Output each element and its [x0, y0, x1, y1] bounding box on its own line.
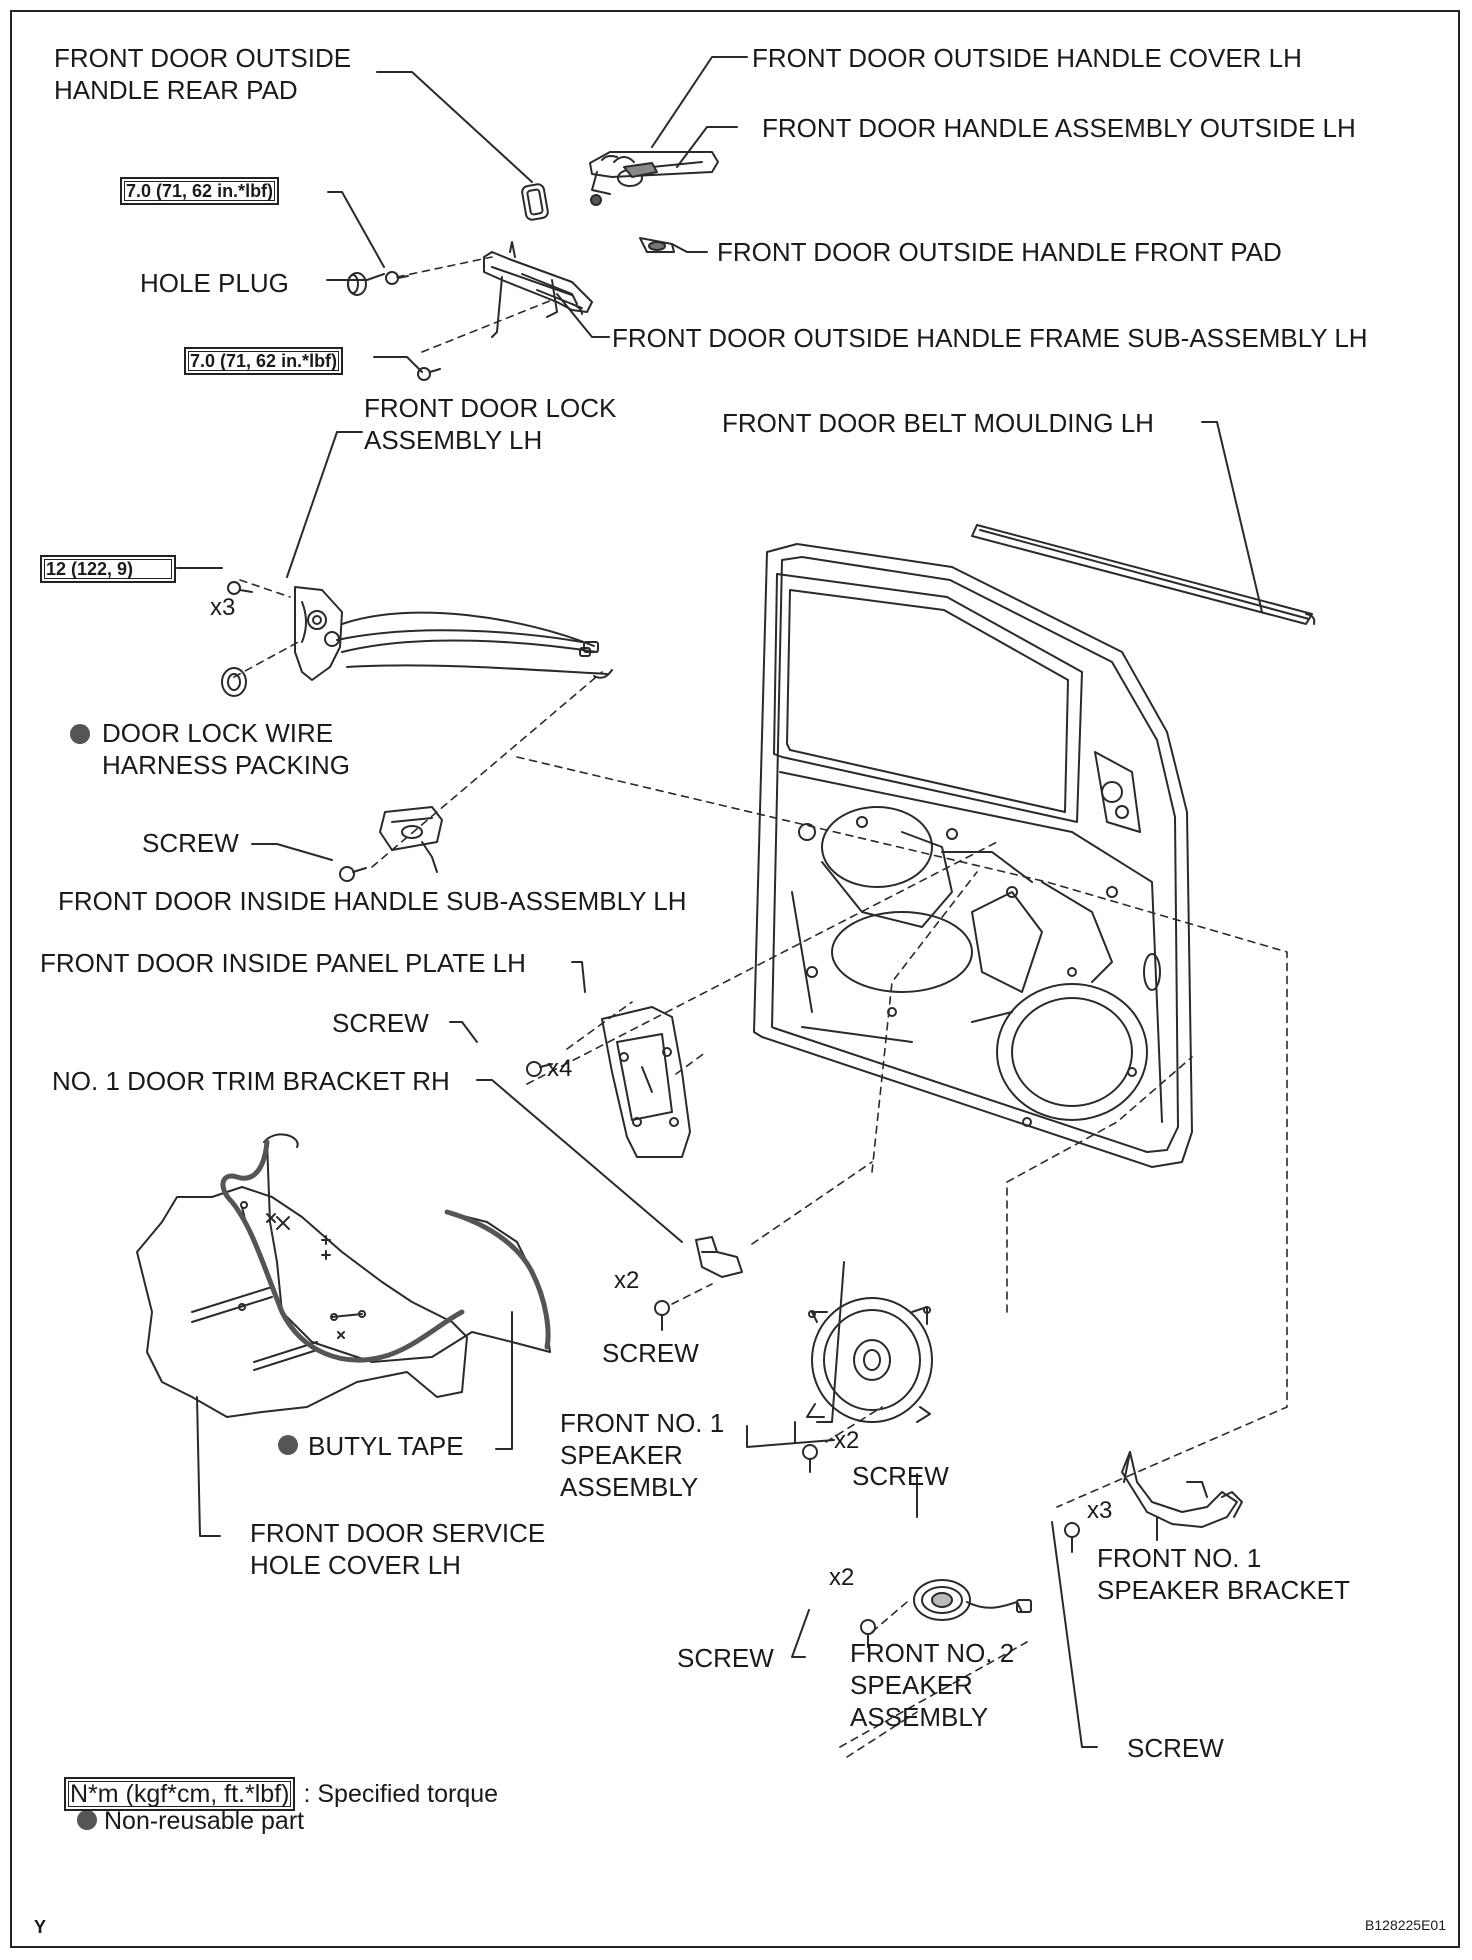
trim-bracket — [654, 1236, 743, 1331]
speaker-one — [802, 1297, 933, 1473]
outside-handle-parts — [347, 151, 719, 381]
legend-torque-box: N*m (kgf*cm, ft.*lbf) — [64, 1777, 296, 1811]
label-service-hole-cover: FRONT DOOR SERVICE HOLE COVER LH — [250, 1518, 546, 1580]
label-butyl-tape: BUTYL TAPE — [308, 1431, 464, 1461]
legend-torque-text: : Specified torque — [303, 1780, 499, 1808]
legend-nonreusable: Non-reusable part — [104, 1807, 305, 1835]
label-outside-handle-rear-pad: FRONT DOOR OUTSIDE HANDLE REAR PAD — [54, 43, 352, 105]
panel-plate — [526, 1006, 691, 1158]
label-handle-assembly-outside: FRONT DOOR HANDLE ASSEMBLY OUTSIDE LH — [762, 113, 1356, 143]
diagram-sheet: FRONT DOOR OUTSIDE HANDLE REAR PAD FRONT… — [10, 10, 1460, 1948]
figure-code: B128225E01 — [1365, 1917, 1446, 1933]
belt-moulding — [971, 524, 1316, 625]
label-inside-panel-plate: FRONT DOOR INSIDE PANEL PLATE LH — [40, 948, 526, 978]
assembly-lines — [233, 256, 1288, 1758]
legend-torque: N*m (kgf*cm, ft.*lbf): Specified torque — [64, 1777, 499, 1811]
label-screw-panel-plate: SCREW — [332, 1008, 429, 1038]
label-screw-speaker-bracket: SCREW — [1127, 1733, 1224, 1763]
qty-lock-bolts: x3 — [210, 594, 236, 621]
torque-spec-handle-upper: 7.0 (71, 62 in.*lbf) — [120, 177, 280, 205]
footer-left-mark: Y — [34, 1917, 47, 1937]
label-door-lock-assembly: FRONT DOOR LOCK ASSEMBLY LH — [364, 393, 617, 455]
label-screw-bracket: SCREW — [602, 1338, 699, 1368]
label-hole-plug: HOLE PLUG — [140, 268, 289, 298]
inside-handle-parts — [339, 806, 443, 882]
label-screw-inside-handle: SCREW — [142, 828, 239, 858]
qty-speaker-bracket-screws: x3 — [1087, 1497, 1113, 1524]
label-inside-handle: FRONT DOOR INSIDE HANDLE SUB-ASSEMBLY LH — [58, 886, 687, 916]
speaker-bracket — [1064, 1451, 1243, 1553]
label-trim-bracket: NO. 1 DOOR TRIM BRACKET RH — [52, 1066, 450, 1096]
butyl-tape — [220, 1139, 551, 1363]
leader-lines — [176, 56, 1263, 1748]
torque-spec-handle-lower: 7.0 (71, 62 in.*lbf) — [184, 347, 344, 375]
label-outside-handle-frame: FRONT DOOR OUTSIDE HANDLE FRAME SUB-ASSE… — [612, 323, 1368, 353]
label-outside-handle-front-pad: FRONT DOOR OUTSIDE HANDLE FRONT PAD — [717, 237, 1282, 267]
door-panel — [753, 543, 1193, 1168]
non-reusable-markers — [70, 724, 298, 1830]
label-screw-speaker-two: SCREW — [677, 1643, 774, 1673]
label-wire-harness-packing: DOOR LOCK WIRE HARNESS PACKING — [102, 718, 351, 780]
label-speaker-two: FRONT NO. 2 SPEAKER ASSEMBLY — [850, 1638, 1015, 1732]
label-speaker-one: FRONT NO. 1 SPEAKER ASSEMBLY — [560, 1408, 725, 1502]
qty-bracket-screws: x2 — [614, 1267, 640, 1294]
label-outside-handle-cover: FRONT DOOR OUTSIDE HANDLE COVER LH — [752, 43, 1302, 73]
torque-spec-lock: 12 (122, 9) — [40, 555, 176, 583]
label-screw-speaker-one: SCREW — [852, 1461, 949, 1491]
label-belt-moulding: FRONT DOOR BELT MOULDING LH — [722, 408, 1154, 438]
label-speaker-bracket: FRONT NO. 1 SPEAKER BRACKET — [1097, 1543, 1350, 1605]
service-hole-cover — [136, 1133, 551, 1418]
diagram-artwork — [70, 56, 1316, 1830]
door-lock-parts — [221, 581, 613, 697]
speaker-two — [860, 1579, 1032, 1648]
qty-speaker-two-screws: x2 — [829, 1564, 855, 1591]
qty-speaker-one-screws: x2 — [834, 1427, 860, 1454]
qty-panel-screws: x4 — [547, 1055, 573, 1082]
